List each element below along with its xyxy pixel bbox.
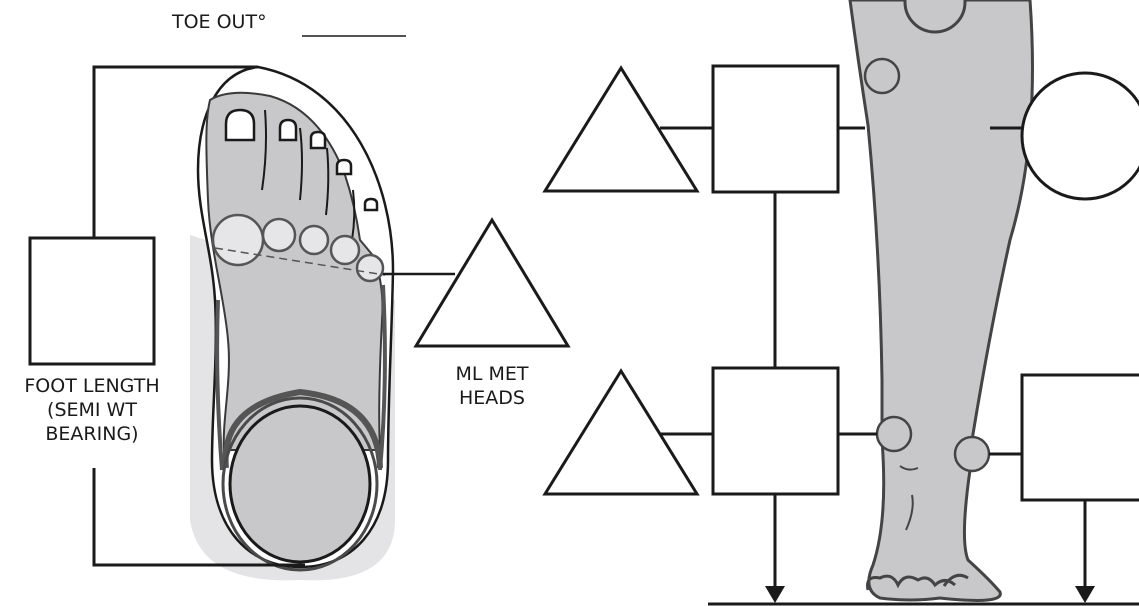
toenail-5	[363, 197, 379, 212]
landmark-ankle-medial	[875, 415, 913, 453]
toenail-1	[224, 108, 256, 142]
heel	[228, 404, 372, 564]
foot-length-line-1: FOOT LENGTH	[24, 375, 160, 397]
toenail-4	[335, 158, 353, 176]
triangle-lower[interactable]	[542, 368, 700, 496]
toenail-2	[278, 118, 298, 142]
leg-illustration	[848, 0, 1034, 602]
box-lower-right[interactable]	[1020, 373, 1139, 502]
ml-met-line-2: HEADS	[459, 387, 525, 409]
toe-out-label: TOE OUT°	[172, 11, 267, 33]
right-connectors	[660, 126, 1087, 590]
ml-met-triangle[interactable]	[413, 217, 571, 348]
foot-illustration	[190, 65, 395, 581]
circle-upper-right[interactable]	[1020, 71, 1139, 201]
foot-length-line-2: (SEMI WT	[47, 399, 137, 421]
foot-length-line-3: BEARING)	[45, 423, 139, 445]
landmark-ankle-lateral	[953, 435, 991, 473]
ml-met-line-1: ML MET	[455, 363, 529, 385]
arrow-down-icon	[765, 586, 785, 603]
toenail-3	[309, 130, 327, 150]
arrow-down-icon	[1075, 586, 1095, 603]
box-lower[interactable]	[711, 366, 840, 496]
foot-length-bracket	[92, 65, 305, 567]
triangle-upper[interactable]	[542, 65, 700, 193]
foot-sole	[205, 91, 384, 451]
heel-cup	[222, 388, 383, 469]
foot-length-box[interactable]	[28, 236, 156, 366]
knee-cap	[903, 0, 967, 34]
landmark-knee	[863, 57, 901, 95]
met-heads	[211, 213, 386, 283]
ml-met-label: ML MET HEADS	[432, 362, 552, 410]
foot-length-label: FOOT LENGTH (SEMI WT BEARING)	[2, 374, 182, 446]
box-upper[interactable]	[711, 64, 840, 194]
